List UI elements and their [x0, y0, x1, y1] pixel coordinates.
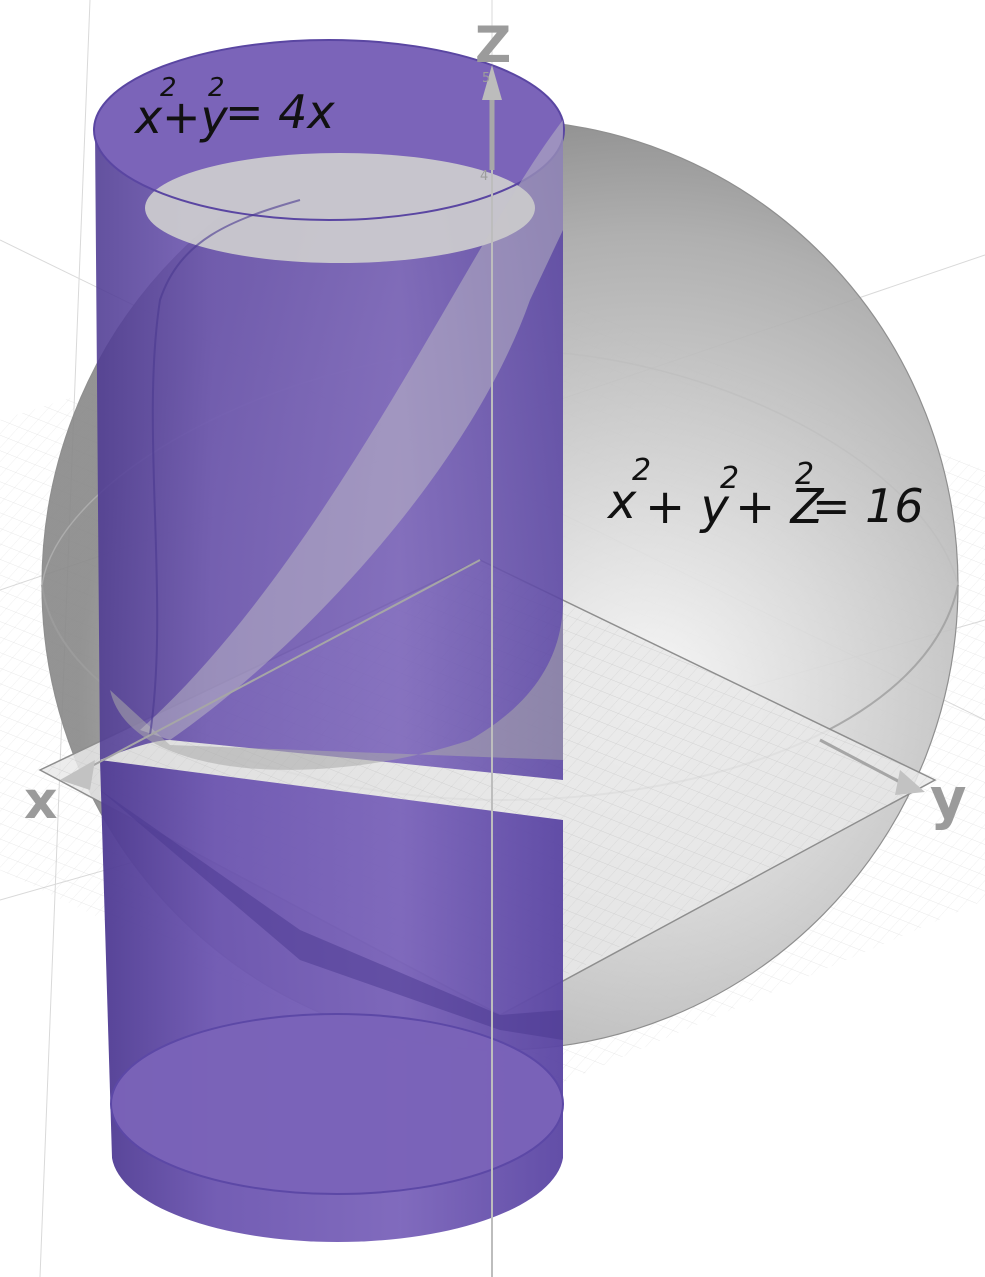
cyl-eq-y: +y	[162, 90, 229, 144]
sph-eq-rest: = 16	[812, 479, 924, 533]
cyl-eq-x: x	[133, 90, 163, 144]
cylinder-lower-part	[100, 760, 564, 1243]
z-axis-label: Z	[475, 16, 511, 74]
y-axis	[819, 738, 925, 795]
cyl-eq-sq2: 2	[208, 73, 225, 103]
z-axis	[482, 65, 502, 1277]
z-axis-tick-5: 5	[482, 71, 490, 86]
x-axis	[60, 559, 481, 790]
y-axis-label: y	[930, 767, 967, 832]
x-axis-label: x	[24, 771, 58, 831]
sph-eq-y: + y	[645, 479, 729, 535]
sph-eq-x: x	[606, 474, 637, 530]
sph-eq-sq2: 2	[720, 461, 739, 496]
cyl-eq-rest: = 4x	[225, 85, 335, 139]
sph-eq-z: + Z	[735, 479, 824, 535]
cyl-eq-sq1: 2	[160, 73, 177, 103]
sph-eq-sq1: 2	[632, 453, 651, 488]
sph-eq-sq3: 2	[795, 457, 814, 492]
cylinder-upper-part	[93, 39, 565, 780]
cylinder-equation-label: x 2 +y 2 = 4x	[133, 73, 335, 144]
sphere-equation-label: x 2 + y 2 + Z 2 = 16	[606, 453, 924, 535]
z-axis-tick-4: 4	[480, 169, 488, 184]
